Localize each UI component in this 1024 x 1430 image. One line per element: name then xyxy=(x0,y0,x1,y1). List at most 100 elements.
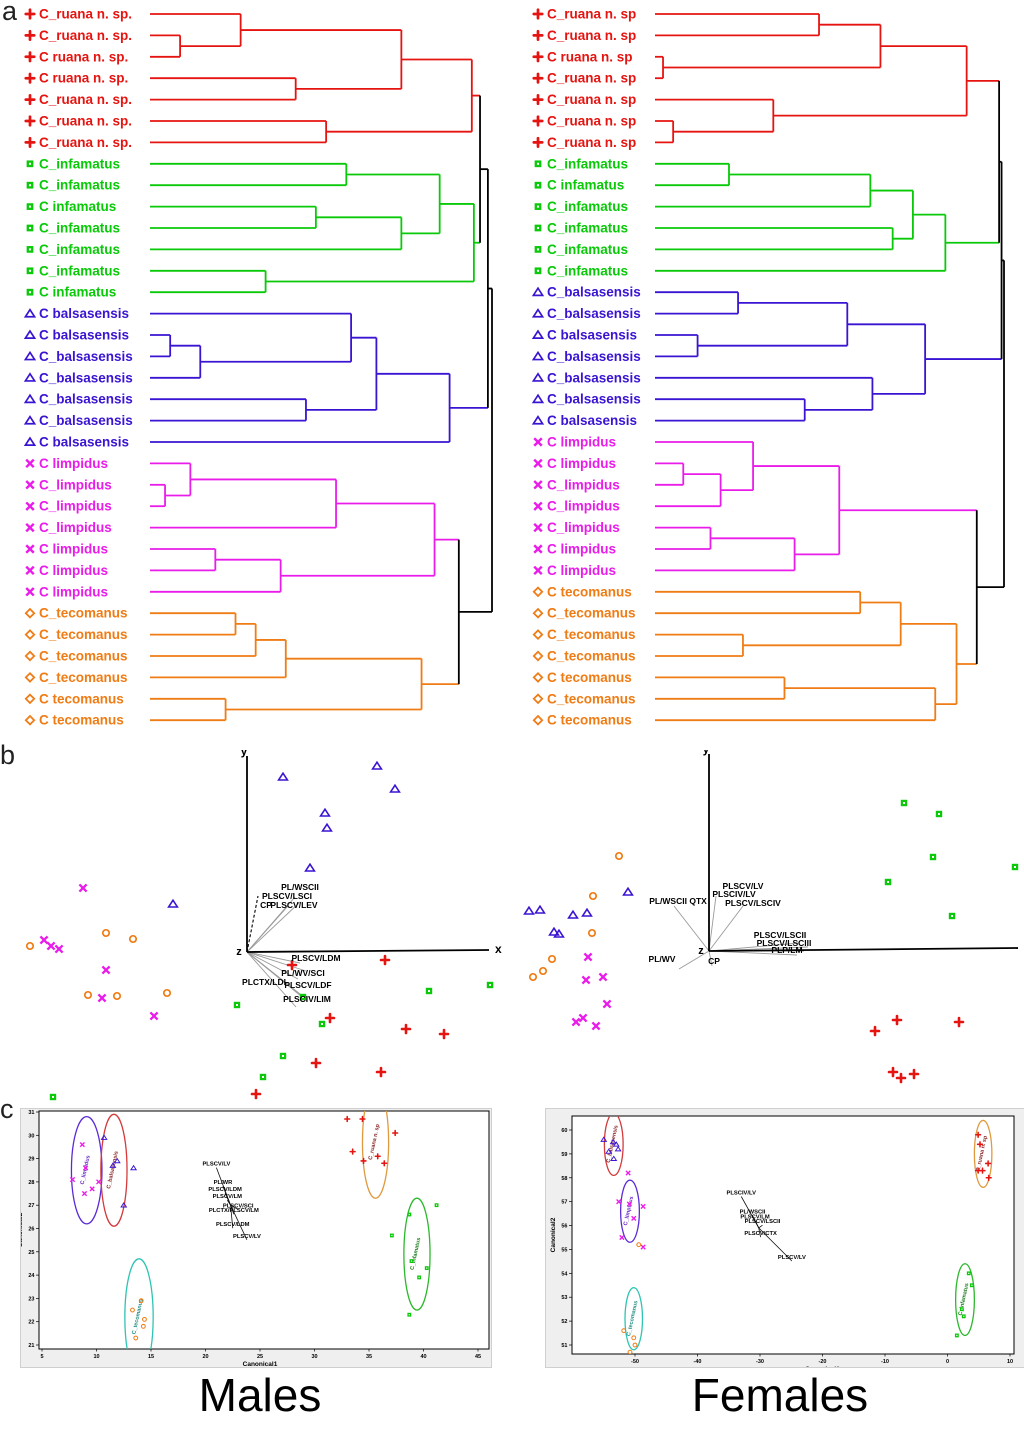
svg-text:C tecomanus: C tecomanus xyxy=(547,584,632,599)
svg-text:C_balsasensis: C_balsasensis xyxy=(547,285,641,300)
svg-text:PLSCV/LM: PLSCV/LM xyxy=(213,1194,242,1200)
svg-text:C tecomanus: C tecomanus xyxy=(39,691,124,706)
svg-text:40: 40 xyxy=(420,1354,426,1360)
svg-text:-50: -50 xyxy=(631,1359,639,1365)
svg-text:C_limpidus: C_limpidus xyxy=(547,477,620,492)
svg-text:x: x xyxy=(495,942,502,956)
svg-text:51: 51 xyxy=(561,1343,567,1349)
dendro-females-svg: C_ruana n. spC_ruana n. spC ruana n. spC… xyxy=(531,7,1005,728)
svg-text:C_tecomanus: C_tecomanus xyxy=(39,670,128,685)
svg-text:C_tecomanus: C_tecomanus xyxy=(39,606,128,621)
svg-text:-30: -30 xyxy=(756,1359,764,1365)
svg-text:C_ruana n. sp: C_ruana n. sp xyxy=(547,114,636,129)
svg-text:PLSCIV/LIM: PLSCIV/LIM xyxy=(283,994,331,1004)
canonical-points xyxy=(69,1115,439,1341)
svg-text:C_infamatus: C_infamatus xyxy=(547,199,628,214)
svg-text:PLCTX/LDI: PLCTX/LDI xyxy=(242,977,286,987)
svg-text:PLSCV/LDM: PLSCV/LDM xyxy=(208,1187,242,1193)
svg-text:C balsasensis: C balsasensis xyxy=(39,435,129,450)
svg-text:54: 54 xyxy=(561,1271,568,1277)
panel-c-label: c xyxy=(0,1094,14,1124)
points-o xyxy=(621,1242,642,1354)
svg-text:PLSCIV/LV: PLSCIV/LV xyxy=(726,1191,756,1197)
svg-text:C ruana n. sp.: C ruana n. sp. xyxy=(39,71,128,86)
points-b xyxy=(600,1136,622,1161)
svg-text:C limpidus: C limpidus xyxy=(547,435,616,450)
svg-text:45: 45 xyxy=(475,1354,481,1360)
svg-text:PLSCV/LDM: PLSCV/LDM xyxy=(291,953,340,963)
svg-text:C_balsasensis: C_balsasensis xyxy=(39,392,133,407)
svg-text:C_balsasensis: C_balsasensis xyxy=(39,349,133,364)
svg-text:C_ruana n. sp: C_ruana n. sp xyxy=(547,92,636,107)
svg-text:C_ruana n. sp.: C_ruana n. sp. xyxy=(39,114,132,129)
svg-text:C_balsasensis: C_balsasensis xyxy=(547,392,641,407)
svg-text:PLSCV/LSCI: PLSCV/LSCI xyxy=(262,891,312,901)
svg-text:22: 22 xyxy=(28,1320,34,1326)
svg-text:C_balsasensis: C_balsasensis xyxy=(39,370,133,385)
svg-text:Canonical2: Canonical2 xyxy=(550,1217,557,1252)
points-b xyxy=(100,1134,138,1208)
svg-text:CP: CP xyxy=(708,956,720,966)
svg-text:z: z xyxy=(698,945,704,957)
svg-text:z: z xyxy=(236,946,242,958)
svg-text:C_ruana n. sp: C_ruana n. sp xyxy=(547,7,636,22)
svg-text:C balsasensis: C balsasensis xyxy=(39,306,129,321)
svg-text:C tecomanus: C tecomanus xyxy=(547,670,632,685)
svg-text:C_ruana n. sp.: C_ruana n. sp. xyxy=(39,135,132,150)
canonical-points xyxy=(600,1131,992,1354)
svg-text:55: 55 xyxy=(561,1247,567,1253)
svg-text:C infamatus: C infamatus xyxy=(39,199,116,214)
svg-text:52: 52 xyxy=(561,1319,567,1325)
points-r xyxy=(250,954,450,1100)
svg-text:C limpidus: C limpidus xyxy=(39,456,108,471)
svg-text:C_infamatus: C_infamatus xyxy=(547,221,628,236)
dendrogram-males: C_ruana n. sp. C_ruana n. sp. C ruana n. s… xyxy=(6,2,512,746)
svg-text:PLSCV/LV: PLSCV/LV xyxy=(723,881,764,891)
svg-text:C_ruana n. sp: C_ruana n. sp xyxy=(547,28,636,43)
svg-text:28: 28 xyxy=(28,1180,34,1186)
svg-text:C_balsasensis: C_balsasensis xyxy=(547,349,641,364)
svg-text:10: 10 xyxy=(1007,1359,1013,1365)
sample-points xyxy=(523,799,1019,1084)
points-m xyxy=(616,1170,646,1250)
biplot-males-svg: yxzPL/WSCIIPLSCV/LSCICPPLSCV/LEVPLSCV/LD… xyxy=(25,750,502,1101)
svg-text:PL/WSCII QTX: PL/WSCII QTX xyxy=(649,896,707,906)
svg-text:C_infamatus: C_infamatus xyxy=(39,221,120,236)
svg-text:C_tecomanus: C_tecomanus xyxy=(547,606,636,621)
svg-text:C_ruana n. sp: C_ruana n. sp xyxy=(547,135,636,150)
svg-text:PLSCV/LDF: PLSCV/LDF xyxy=(284,980,331,990)
svg-text:PLSCV/LV: PLSCV/LV xyxy=(778,1255,806,1261)
svg-text:y: y xyxy=(703,750,710,756)
svg-text:C infamatus: C infamatus xyxy=(39,285,116,300)
svg-text:C_tecomanus: C_tecomanus xyxy=(39,649,128,664)
svg-text:C limpidus: C limpidus xyxy=(547,542,616,557)
svg-text:56: 56 xyxy=(561,1224,567,1230)
canonical-vectors xyxy=(740,1196,793,1262)
svg-text:C limpidus: C limpidus xyxy=(39,563,108,578)
svg-text:PLSCV/LDM: PLSCV/LDM xyxy=(216,1222,250,1228)
tree-lines xyxy=(655,13,1005,722)
svg-text:30: 30 xyxy=(311,1354,317,1360)
axes: yxz xyxy=(236,750,502,958)
svg-text:31: 31 xyxy=(28,1110,34,1116)
svg-text:C_tecomanus: C_tecomanus xyxy=(547,649,636,664)
svg-text:26: 26 xyxy=(28,1227,34,1233)
svg-text:CP: CP xyxy=(260,900,272,910)
svg-text:15: 15 xyxy=(148,1354,154,1360)
points-m xyxy=(69,1141,102,1197)
svg-text:57: 57 xyxy=(561,1200,567,1206)
points-o xyxy=(130,1298,147,1341)
svg-text:C limpidus: C limpidus xyxy=(547,456,616,471)
svg-text:C balsasensis: C balsasensis xyxy=(39,328,129,343)
svg-text:C_balsasensis: C_balsasensis xyxy=(39,413,133,428)
svg-text:60: 60 xyxy=(561,1128,567,1134)
svg-text:PL/WSCII: PL/WSCII xyxy=(281,882,319,892)
svg-text:C_infamatus: C_infamatus xyxy=(547,263,628,278)
svg-text:20: 20 xyxy=(202,1354,208,1360)
panel-a-label: a xyxy=(2,0,18,26)
